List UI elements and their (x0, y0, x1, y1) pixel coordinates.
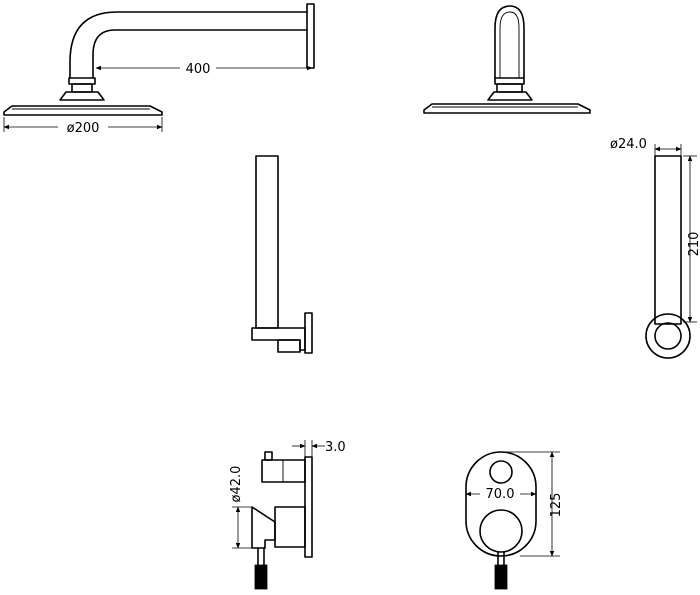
joint-nut (71, 83, 93, 93)
diverter-knob (261, 459, 306, 483)
dim-plate-height: 125 (549, 493, 564, 518)
shower-arm-side-view: 400 ø200 (3, 3, 315, 136)
lever-grip (254, 564, 268, 590)
mixer-handle-front (479, 509, 523, 553)
shower-head-plate (3, 105, 163, 116)
head-neck-front (487, 91, 533, 101)
dim-plate-width: 70.0 (486, 487, 515, 502)
lever-grip-front (494, 564, 508, 590)
rail-tube (255, 155, 279, 329)
dim-arm-length: 400 (186, 62, 211, 77)
dim-rail-diameter: ø24.0 (610, 137, 647, 152)
arm-front-outline (494, 5, 525, 79)
mixer-wall-plate (304, 456, 313, 558)
rail-wall-flange (304, 312, 313, 354)
dim-handle-diameter: ø42.0 (229, 466, 244, 503)
diverter-pin (264, 451, 273, 461)
hose-connector (277, 339, 301, 353)
joint-nut-front (496, 83, 523, 93)
diverter-knob-front (489, 460, 513, 484)
rail-wall-flange-front (645, 313, 691, 359)
joint-ring-front (494, 77, 525, 85)
mixer-lever (251, 506, 276, 549)
rail-base-front (654, 322, 682, 350)
slide-rail-front-view: ø24.0 210 (610, 137, 700, 359)
slide-rail-side-view (251, 155, 313, 354)
rail-tube-front (654, 155, 682, 325)
dim-plate-thickness: 3.0 (325, 440, 346, 455)
joint-ring (68, 77, 96, 85)
wall-flange (306, 3, 315, 69)
mixer-back-plate (465, 451, 537, 557)
dim-rail-length: 210 (687, 232, 700, 257)
mixer-side-view: 3.0 ø42.0 (229, 440, 346, 590)
head-neck (59, 91, 105, 101)
shower-arm-front-view (423, 5, 591, 114)
mixer-handle-body (274, 506, 306, 548)
shower-head-front (423, 103, 591, 114)
arm-inner-edge (92, 29, 308, 79)
mixer-front-view: 70.0 125 (465, 451, 564, 590)
arm-outer-edge (69, 11, 308, 79)
dim-head-diameter: ø200 (67, 121, 100, 136)
